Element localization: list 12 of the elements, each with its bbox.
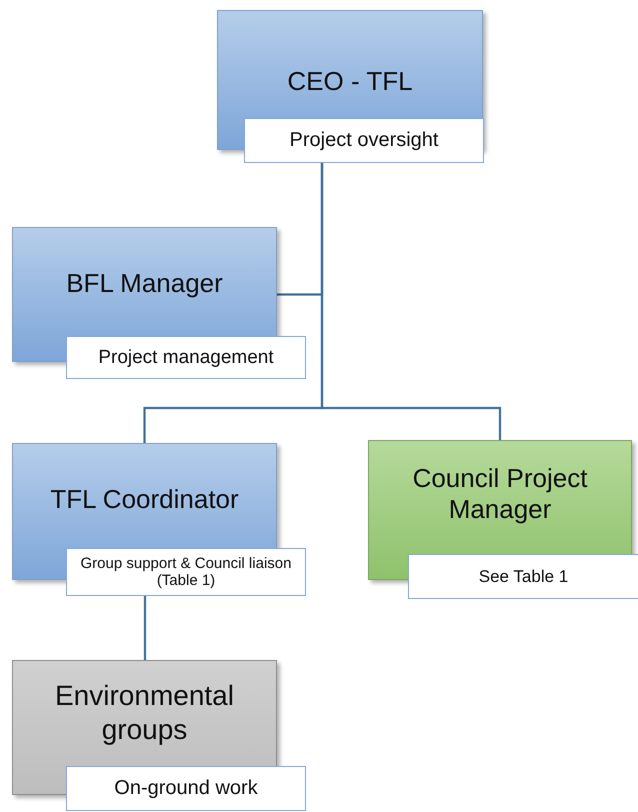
responsibility-label: Group support & Council liaison (Table 1) — [66, 548, 306, 596]
responsibility-label: Project oversight — [244, 118, 484, 163]
connector-line — [144, 595, 146, 660]
responsibility-label: On-ground work — [66, 766, 306, 811]
role-title: CEO - TFL — [286, 66, 414, 98]
responsibility-label: See Table 1 — [408, 554, 638, 599]
responsibility-label: Project management — [66, 336, 306, 379]
role-title: TFL Coordinator — [49, 484, 240, 516]
connector-line — [320, 162, 502, 440]
role-title: Council Project Manager — [412, 463, 588, 526]
role-title: Environmental groups — [54, 679, 235, 746]
role-title: BFL Manager — [65, 268, 224, 300]
